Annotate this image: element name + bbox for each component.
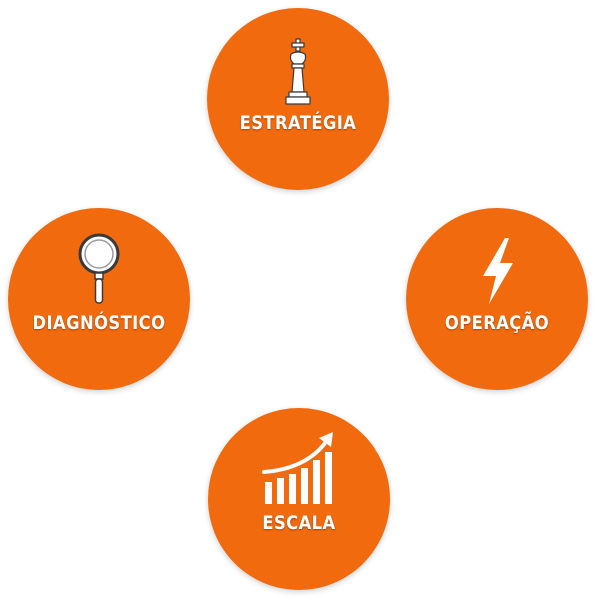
node-escala: ESCALA: [208, 408, 390, 590]
node-label: DIAGNÓSTICO: [32, 312, 166, 334]
node-label: OPERAÇÃO: [444, 312, 550, 334]
node-label: ESCALA: [262, 512, 336, 534]
node-diagnostico: DIAGNÓSTICO: [8, 208, 190, 390]
node-operacao: OPERAÇÃO: [406, 208, 588, 390]
growth-chart-icon: [262, 432, 333, 504]
chess-king-icon: [285, 38, 311, 105]
magnifying-glass-icon: [78, 233, 120, 304]
node-label: ESTRATÉGIA: [239, 112, 357, 134]
node-estrategia: ESTRATÉGIA: [207, 8, 389, 190]
lightning-bolt-icon: [483, 238, 513, 304]
